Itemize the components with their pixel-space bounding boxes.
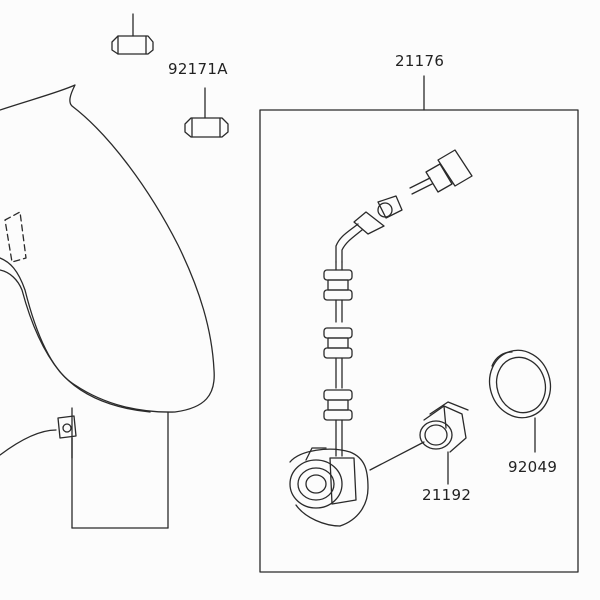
sensor-housing	[289, 447, 369, 527]
clip-92171a	[184, 87, 229, 138]
fender-outline	[0, 84, 215, 529]
connector	[353, 149, 473, 235]
label-21192: 21192	[422, 486, 472, 504]
sensor-cable	[335, 223, 363, 263]
cable-grommet-1	[323, 261, 353, 323]
cable-grommet-2	[323, 327, 353, 389]
o-ring-92049	[488, 349, 552, 453]
label-21176: 21176	[395, 52, 445, 70]
clip-top	[111, 13, 154, 55]
bushing-21192	[419, 401, 469, 485]
label-92049: 92049	[508, 458, 558, 476]
leader-housing-bushing	[369, 441, 425, 471]
cable-grommet-3	[323, 389, 353, 457]
fender-grommet	[57, 415, 77, 459]
label-92171a: 92171A	[168, 60, 228, 78]
assembly-box	[259, 75, 579, 573]
